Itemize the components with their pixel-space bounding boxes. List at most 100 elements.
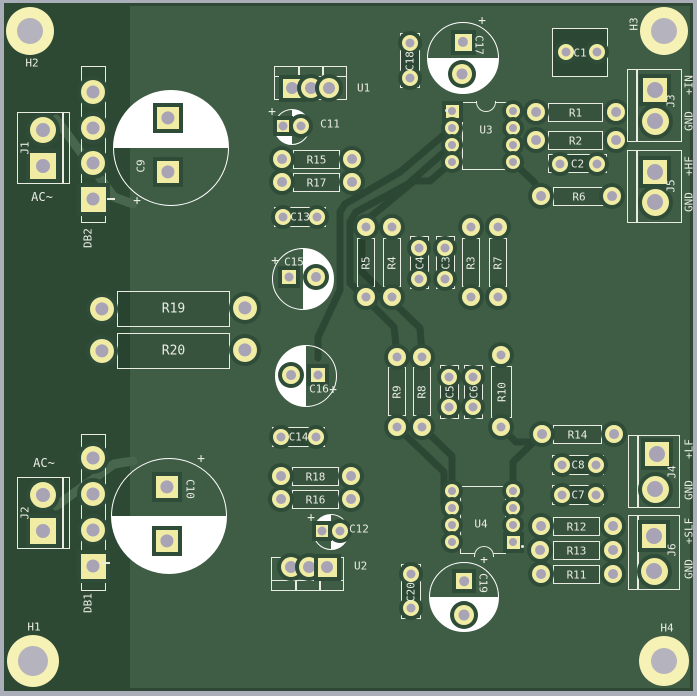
resistor-r10-outline[interactable]	[491, 366, 512, 418]
ic-pin-pad[interactable]	[506, 518, 520, 532]
capacitor-pad[interactable]	[156, 530, 178, 552]
resistor-r14-outline[interactable]	[553, 425, 602, 444]
through-hole-pad[interactable]	[30, 117, 56, 143]
resistor-pad[interactable]	[462, 218, 480, 236]
ic-pin-pad[interactable]	[506, 138, 520, 152]
capacitor-pad[interactable]	[554, 487, 570, 503]
ic-pin-pad[interactable]	[445, 501, 459, 515]
copper-trace[interactable]	[393, 423, 456, 512]
capacitor-pad[interactable]	[411, 240, 427, 256]
resistor-pad[interactable]	[527, 131, 545, 149]
ic-pin-pad[interactable]	[506, 104, 520, 118]
capacitor-pad[interactable]	[273, 429, 289, 445]
through-hole-pad-square[interactable]	[80, 186, 106, 212]
capacitor-pad[interactable]	[332, 523, 348, 539]
ic-pin1-pad[interactable]	[506, 535, 520, 549]
terminal-pad-round[interactable]	[640, 557, 668, 585]
capacitor-pad[interactable]	[589, 44, 605, 60]
resistor-pad[interactable]	[233, 338, 257, 362]
capacitor-pad[interactable]	[411, 271, 427, 287]
resistor-r1-outline[interactable]	[548, 103, 603, 122]
regulator-pad[interactable]	[281, 557, 301, 577]
resistor-pad[interactable]	[90, 297, 114, 321]
resistor-pad[interactable]	[357, 288, 375, 306]
resistor-pad[interactable]	[342, 467, 360, 485]
capacitor-pad[interactable]	[456, 573, 472, 589]
capacitor-pad[interactable]	[157, 107, 179, 129]
capacitor-pad[interactable]	[402, 35, 418, 51]
resistor-pad[interactable]	[343, 173, 361, 191]
capacitor-pad[interactable]	[307, 268, 325, 286]
terminal-pad-square[interactable]	[645, 442, 669, 466]
ic-pin-pad[interactable]	[445, 138, 459, 152]
resistor-pad[interactable]	[532, 187, 550, 205]
capacitor-pad[interactable]	[293, 118, 309, 134]
through-hole-pad[interactable]	[81, 518, 105, 542]
ic-pin1-pad[interactable]	[445, 104, 459, 118]
mounting-hole-h2[interactable]	[6, 7, 54, 55]
capacitor-pad[interactable]	[441, 399, 457, 415]
ic-pin-pad[interactable]	[506, 155, 520, 169]
resistor-pad[interactable]	[90, 339, 114, 363]
resistor-pad[interactable]	[492, 418, 510, 436]
through-hole-pad[interactable]	[81, 80, 105, 104]
resistor-pad[interactable]	[603, 187, 621, 205]
resistor-pad[interactable]	[383, 218, 401, 236]
capacitor-pad[interactable]	[403, 566, 419, 582]
resistor-r8-outline[interactable]	[413, 367, 431, 416]
resistor-pad[interactable]	[272, 467, 290, 485]
capacitor-pad[interactable]	[452, 64, 472, 84]
terminal-j6-outline[interactable]	[628, 515, 680, 590]
capacitor-pad[interactable]	[309, 209, 325, 225]
resistor-pad[interactable]	[343, 150, 361, 168]
resistor-r12-outline[interactable]	[553, 517, 600, 536]
copper-trace[interactable]	[314, 124, 456, 362]
resistor-pad[interactable]	[272, 490, 290, 508]
resistor-pad[interactable]	[607, 131, 625, 149]
terminal-pad-round[interactable]	[641, 107, 669, 135]
through-hole-pad[interactable]	[81, 116, 105, 140]
capacitor-pad[interactable]	[275, 209, 291, 225]
resistor-r2-outline[interactable]	[548, 131, 603, 150]
capacitor-pad[interactable]	[454, 33, 472, 51]
resistor-pad[interactable]	[273, 173, 291, 191]
regulator-pad[interactable]	[317, 557, 337, 577]
resistor-pad[interactable]	[388, 418, 406, 436]
resistor-pad[interactable]	[383, 288, 401, 306]
terminal-j5-outline[interactable]	[627, 150, 682, 223]
terminal-pad-square[interactable]	[642, 524, 666, 548]
capacitor-pad[interactable]	[465, 369, 481, 385]
resistor-r18-outline[interactable]	[292, 467, 339, 486]
resistor-pad[interactable]	[388, 348, 406, 366]
capacitor-pad[interactable]	[441, 369, 457, 385]
copper-trace[interactable]	[418, 423, 456, 494]
resistor-pad[interactable]	[604, 541, 622, 559]
mounting-hole-h3[interactable]	[640, 7, 688, 55]
regulator-pad[interactable]	[282, 78, 302, 98]
resistor-pad[interactable]	[489, 218, 507, 236]
capacitor-pad[interactable]	[558, 44, 574, 60]
capacitor-pad[interactable]	[588, 487, 604, 503]
through-hole-pad[interactable]	[81, 151, 105, 175]
connector-j1-outline[interactable]	[17, 112, 70, 184]
resistor-pad[interactable]	[462, 288, 480, 306]
capacitor-pad[interactable]	[465, 399, 481, 415]
resistor-r4-outline[interactable]	[383, 238, 401, 287]
ic-pin-pad[interactable]	[445, 535, 459, 549]
resistor-r7-outline[interactable]	[489, 238, 507, 287]
capacitor-pad[interactable]	[311, 368, 325, 382]
resistor-r13-outline[interactable]	[553, 541, 600, 560]
resistor-r16-outline[interactable]	[292, 490, 339, 509]
resistor-pad[interactable]	[532, 565, 550, 583]
resistor-pad[interactable]	[492, 346, 510, 364]
resistor-pad[interactable]	[533, 425, 551, 443]
regulator-pad[interactable]	[301, 78, 321, 98]
capacitor-pad[interactable]	[552, 156, 568, 172]
resistor-pad[interactable]	[357, 218, 375, 236]
ic-pin-pad[interactable]	[445, 155, 459, 169]
through-hole-pad-square[interactable]	[80, 553, 106, 579]
resistor-pad[interactable]	[604, 565, 622, 583]
terminal-pad-square[interactable]	[643, 78, 667, 102]
capacitor-pad[interactable]	[156, 476, 178, 498]
ic-pin-pad[interactable]	[445, 121, 459, 135]
